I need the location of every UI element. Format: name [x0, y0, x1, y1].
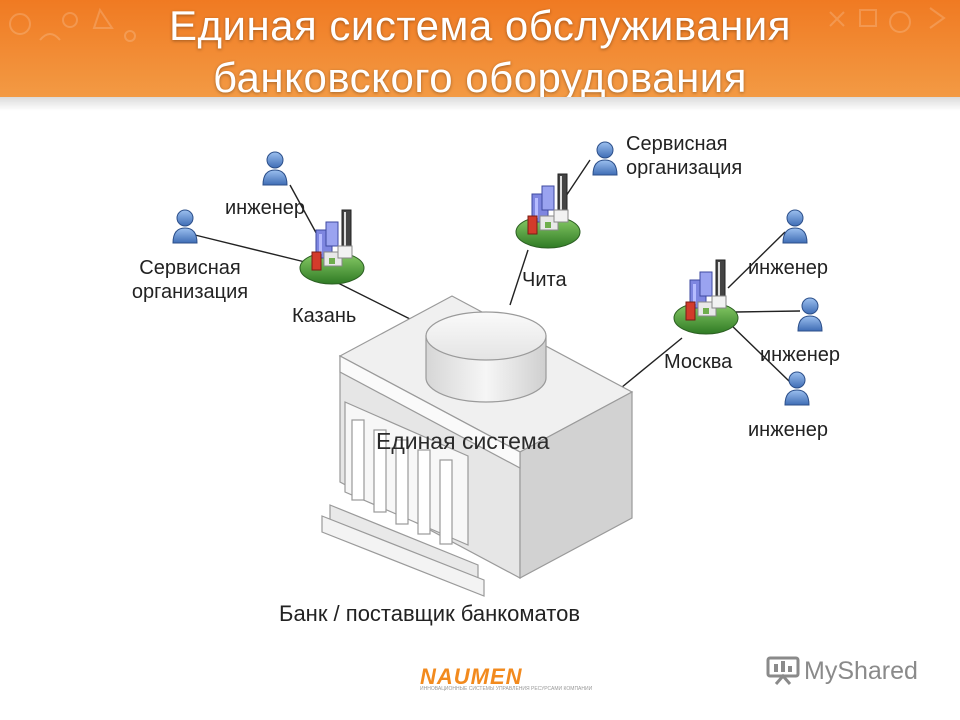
- label-city-kazan: Казань: [292, 305, 357, 327]
- engineer-moscow-2-person-icon: [797, 297, 823, 332]
- line-serviceorg-kazan: [194, 234, 306, 263]
- label-service-org-kazan-line1: Сервисная: [139, 257, 241, 279]
- label-service-org-chita-line2: организация: [626, 157, 743, 179]
- label-engineer-moscow-3: инженер: [748, 419, 829, 441]
- label-city-moscow: Москва: [664, 351, 733, 373]
- line-kazan-system: [337, 282, 413, 321]
- line-engineer-kazan: [289, 184, 321, 241]
- title-banner: Единая система обслуживания банковского …: [0, 0, 960, 97]
- service-org-chita-person-icon: [592, 141, 618, 176]
- line-engineer1-moscow: [727, 231, 786, 289]
- myshared-text: MyShared: [804, 656, 918, 685]
- line-moscow-system: [615, 337, 683, 393]
- line-chita-system: [509, 249, 529, 306]
- naumen-logo: NAUMEN ИННОВАЦИОННЫЕ СИСТЕМЫ УПРАВЛЕНИЯ …: [420, 664, 592, 692]
- slide-title: Единая система обслуживания банковского …: [0, 0, 960, 97]
- label-city-chita: Чита: [522, 269, 567, 291]
- title-line-1: Единая система обслуживания: [168, 2, 791, 49]
- central-system-label: Единая система: [376, 428, 550, 454]
- engineer-moscow-3-person-icon: [784, 371, 810, 406]
- label-service-org-kazan-line2: организация: [131, 281, 249, 303]
- naumen-tagline: ИННОВАЦИОННЫЕ СИСТЕМЫ УПРАВЛЕНИЯ РЕСУРСА…: [420, 686, 593, 692]
- label-service-org-chita: Сервисная организация: [626, 132, 742, 180]
- diagram-caption: Банк / поставщик банкоматов: [279, 601, 581, 626]
- title-line-2: банковского оборудования: [212, 54, 748, 97]
- central-system-building: [321, 295, 634, 597]
- banner-shadow: [0, 97, 960, 111]
- line-engineer2-moscow: [735, 310, 801, 313]
- naumen-logo-text: NAUMEN: [420, 664, 523, 689]
- line-serviceorg-chita: [565, 159, 591, 197]
- label-engineer-kazan: инженер: [225, 197, 306, 219]
- myshared-logo: MyShared: [766, 656, 918, 686]
- label-service-org-chita-line1: Сервисная: [626, 133, 728, 155]
- moscow-city-icon: [673, 259, 739, 335]
- engineer-moscow-1-person-icon: [782, 209, 808, 244]
- chita-city-icon: [515, 173, 581, 249]
- label-engineer-moscow-2: инженер: [760, 344, 841, 366]
- label-service-org-kazan: Сервисная организация: [110, 256, 270, 304]
- line-engineer3-moscow: [727, 321, 791, 383]
- label-engineer-moscow-1: инженер: [748, 257, 829, 279]
- banner-pattern: [9, 7, 946, 42]
- myshared-icon: [766, 656, 800, 685]
- engineer-kazan-person-icon: [262, 151, 288, 186]
- service-org-kazan-person-icon: [172, 209, 198, 244]
- connection-lines: [194, 159, 801, 393]
